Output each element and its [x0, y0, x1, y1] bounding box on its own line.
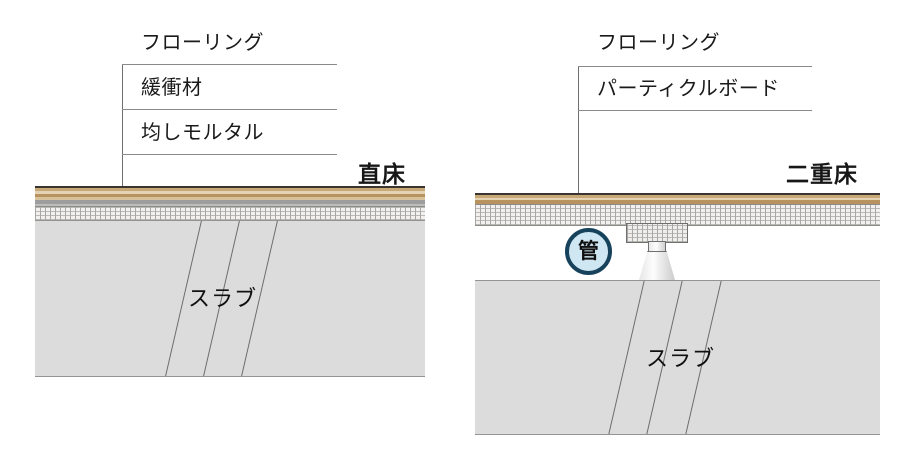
- callout-label-flooring: フローリング: [141, 32, 264, 54]
- layer-flooring-base: [35, 197, 425, 200]
- slab-label-direct: スラブ: [188, 286, 258, 311]
- pipe-badge-label: 管: [578, 240, 599, 263]
- diagram-title-double-floor: 二重床: [786, 161, 858, 187]
- floor-assembly-double: [475, 193, 880, 226]
- layer-cushion-light: [35, 204, 425, 206]
- diagram-double-floor: フローリング パーティクルボード 二重床 管 スラ: [456, 0, 912, 457]
- leader-vertical-right: [578, 66, 579, 201]
- slab-double: [475, 280, 880, 435]
- layer-flooring-topline: [475, 193, 880, 195]
- diagram-direct-floor: フローリング 緩衝材 均しモルタル 直床 スラブ: [35, 32, 425, 377]
- layer-flooring-lower: [35, 194, 425, 197]
- floor-assembly-direct: [35, 186, 425, 221]
- layer-flooring-upper: [475, 195, 880, 198]
- leader-horizontal-cushion: [122, 109, 337, 110]
- leader-horizontal-particleboard: [578, 110, 812, 111]
- diagram-title-direct-floor: 直床: [358, 161, 406, 187]
- slab-direct: [35, 220, 425, 377]
- leader-horizontal-mortar: [122, 154, 337, 155]
- layer-flooring-topline: [35, 186, 425, 188]
- leader-horizontal-flooring: [578, 66, 812, 67]
- slab-hatch-line: [606, 281, 647, 434]
- pipe-badge[interactable]: 管: [565, 228, 612, 275]
- callout-label-cushion: 緩衝材: [141, 77, 203, 99]
- callout-label-flooring: フローリング: [597, 32, 720, 54]
- layer-flooring-upper: [35, 188, 425, 191]
- layer-flooring-lower: [475, 200, 880, 204]
- layer-leveling-mortar: [35, 206, 425, 221]
- leader-horizontal-flooring: [122, 64, 337, 65]
- pedestal-top-plate: [626, 223, 688, 243]
- layer-flooring-core: [35, 191, 425, 194]
- layer-flooring-core: [475, 198, 880, 200]
- callout-label-particleboard: パーティクルボード: [597, 78, 780, 100]
- leader-vertical-left: [122, 64, 123, 194]
- layer-cushion: [35, 200, 425, 204]
- slab-label-double: スラブ: [646, 346, 716, 371]
- callout-label-mortar: 均しモルタル: [141, 122, 264, 144]
